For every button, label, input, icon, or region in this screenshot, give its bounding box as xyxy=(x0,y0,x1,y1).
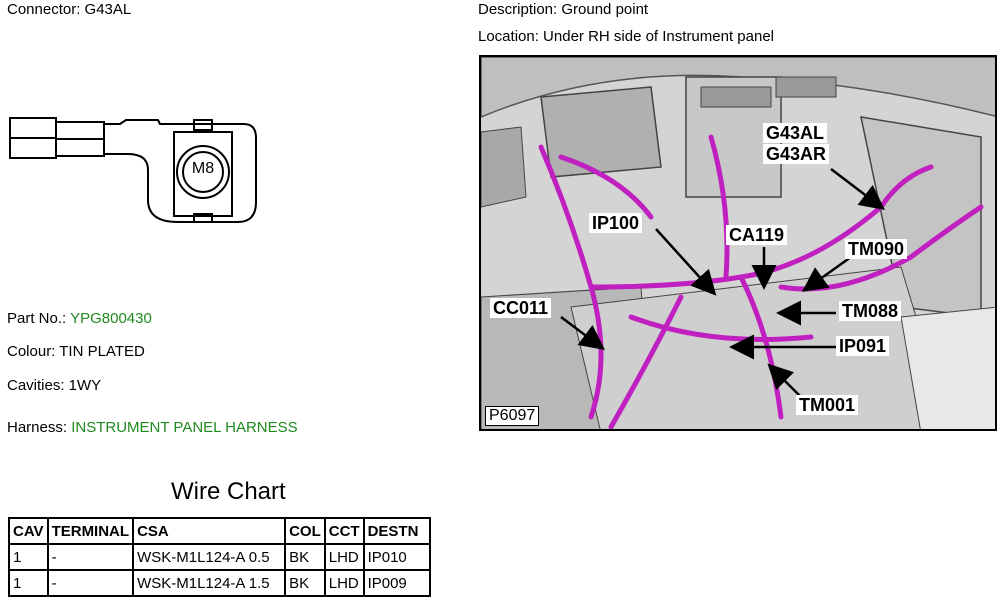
header-destn: DESTN xyxy=(362,517,431,545)
header-col: COL xyxy=(284,517,326,545)
header-terminal: TERMINAL xyxy=(46,517,135,545)
cell-csa: WSK-M1L124-A 1.5 xyxy=(132,569,287,597)
wire-chart-title: Wire Chart xyxy=(171,478,286,505)
ring-terminal-drawing xyxy=(9,117,257,223)
harness-label: Harness: xyxy=(7,419,68,436)
part-no-link[interactable]: YPG800430 xyxy=(70,310,152,327)
cell-col: BK xyxy=(284,543,326,571)
location-text: Location: Under RH side of Instrument pa… xyxy=(478,28,774,45)
cell-cct: LHD xyxy=(323,543,365,571)
colour-text: Colour: TIN PLATED xyxy=(7,343,145,360)
location-photo: G43AL G43AR IP100 CA119 TM090 CC011 TM08… xyxy=(479,55,997,431)
table-row: 1 - WSK-M1L124-A 1.5 BK LHD IP009 xyxy=(8,569,431,597)
cavities-text: Cavities: 1WY xyxy=(7,377,102,394)
cell-terminal: - xyxy=(46,569,135,597)
callout-tm001: TM001 xyxy=(796,395,859,415)
callout-cc011: CC011 xyxy=(490,298,552,318)
part-no-label: Part No.: xyxy=(7,310,67,327)
harness-link[interactable]: INSTRUMENT PANEL HARNESS xyxy=(71,419,298,436)
dashboard-illustration xyxy=(481,57,995,429)
header-csa: CSA xyxy=(132,517,287,545)
cell-cct: LHD xyxy=(323,569,365,597)
part-no-row: Part No.: YPG800430 xyxy=(7,310,152,328)
table-row: 1 - WSK-M1L124-A 0.5 BK LHD IP010 xyxy=(8,543,431,571)
callout-ip100: IP100 xyxy=(589,213,643,233)
cell-col: BK xyxy=(284,569,326,597)
photo-id-label: P6097 xyxy=(485,406,540,426)
callout-tm090: TM090 xyxy=(845,239,908,259)
harness-row: Harness: INSTRUMENT PANEL HARNESS xyxy=(7,419,298,437)
header-cct: CCT xyxy=(323,517,365,545)
cell-cav: 1 xyxy=(8,569,49,597)
callout-g43al: G43AL xyxy=(763,123,828,143)
cell-csa: WSK-M1L124-A 0.5 xyxy=(132,543,287,571)
connector-label: Connector: G43AL xyxy=(7,1,132,18)
wire-chart-header-row: CAV TERMINAL CSA COL CCT DESTN xyxy=(8,517,431,545)
cell-destn: IP009 xyxy=(362,569,431,597)
cell-terminal: - xyxy=(46,543,135,571)
header-cav: CAV xyxy=(8,517,49,545)
callout-ca119: CA119 xyxy=(726,225,788,245)
cell-destn: IP010 xyxy=(362,543,431,571)
cell-cav: 1 xyxy=(8,543,49,571)
terminal-size-label: M8 xyxy=(191,160,215,177)
callout-g43ar: G43AR xyxy=(763,144,830,164)
callout-ip091: IP091 xyxy=(836,336,890,356)
callout-tm088: TM088 xyxy=(839,301,902,321)
description-text: Description: Ground point xyxy=(478,1,649,18)
wire-chart-table: CAV TERMINAL CSA COL CCT DESTN 1 - WSK-M… xyxy=(8,517,431,597)
